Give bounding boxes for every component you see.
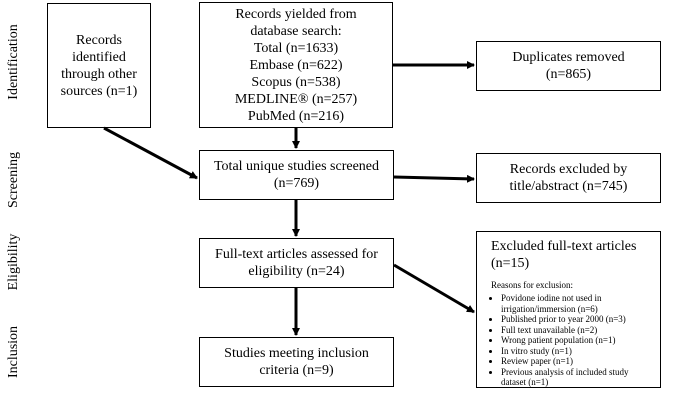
included-studies-box: Studies meeting inclusion criteria (n=9) [199, 337, 394, 387]
excluded-title-line: Records excluded by [509, 162, 628, 177]
database-line: database search: [250, 23, 342, 39]
duplicates-line: (n=865) [545, 67, 592, 82]
duplicates-removed-box: Duplicates removed (n=865) [476, 41, 661, 91]
reason-item: Wrong patient population (n=1) [501, 335, 652, 346]
other-sources-line: Records [76, 32, 122, 48]
reasons-title: Reasons for exclusion: [491, 280, 573, 290]
included-line: Studies meeting inclusion [224, 346, 369, 361]
excluded-fulltext-title: Excluded full-text articles (n=15) [491, 238, 652, 272]
fulltext-line: Full-text articles assessed for [215, 247, 378, 262]
reason-item: In vitro study (n=1) [501, 346, 652, 357]
screened-line: (n=769) [273, 176, 320, 191]
stage-label-screening: Screening [6, 152, 21, 208]
fulltext-assessed-box: Full-text articles assessed for eligibil… [199, 238, 394, 288]
database-line: PubMed (n=216) [247, 108, 345, 124]
other-sources-line: identified [72, 49, 126, 65]
excluded-title-line: title/abstract (n=745) [509, 179, 628, 194]
excluded-fulltext-title-line: (n=15) [491, 256, 530, 271]
database-line: Scopus (n=538) [251, 74, 341, 90]
reason-item: Published prior to year 2000 (n=3) [501, 314, 652, 325]
database-line: Embase (n=622) [249, 57, 343, 73]
database-line: Records yielded from [235, 6, 357, 22]
stage-label-identification: Identification [6, 24, 21, 100]
stage-label-eligibility: Eligibility [6, 233, 21, 291]
arrow-screened-to-excluded [393, 174, 475, 183]
database-line: Total (n=1633) [253, 40, 339, 56]
database-line: MEDLINE® (n=257) [234, 91, 358, 107]
stage-label-inclusion: Inclusion [6, 325, 21, 379]
reasons-list: Povidone iodine not used in irrigation/i… [491, 293, 652, 388]
arrow-other-sources-to-screened [103, 126, 198, 180]
reason-item: Previous analysis of included study data… [501, 367, 652, 388]
excluded-title-abstract-box: Records excluded by title/abstract (n=74… [476, 153, 661, 203]
arrow-fulltext-to-excluded [393, 263, 475, 314]
screened-box: Total unique studies screened (n=769) [199, 150, 394, 200]
other-sources-line: sources (n=1) [60, 83, 138, 99]
fulltext-line: eligibility (n=24) [248, 264, 345, 279]
duplicates-line: Duplicates removed [512, 50, 625, 65]
included-line: criteria (n=9) [259, 363, 334, 378]
database-search-box: Records yielded from database search: To… [199, 2, 393, 128]
other-sources-line: through other [61, 66, 137, 82]
excluded-fulltext-title-line: Excluded full-text articles [491, 239, 637, 254]
reason-item: Full text unavailable (n=2) [501, 325, 652, 336]
reason-item: Review paper (n=1) [501, 356, 652, 367]
excluded-fulltext-box: Excluded full-text articles (n=15) Reaso… [476, 231, 661, 388]
reason-item: Povidone iodine not used in irrigation/i… [501, 293, 652, 314]
other-sources-box: Records identified through other sources… [47, 3, 151, 128]
screened-line: Total unique studies screened [213, 159, 380, 174]
